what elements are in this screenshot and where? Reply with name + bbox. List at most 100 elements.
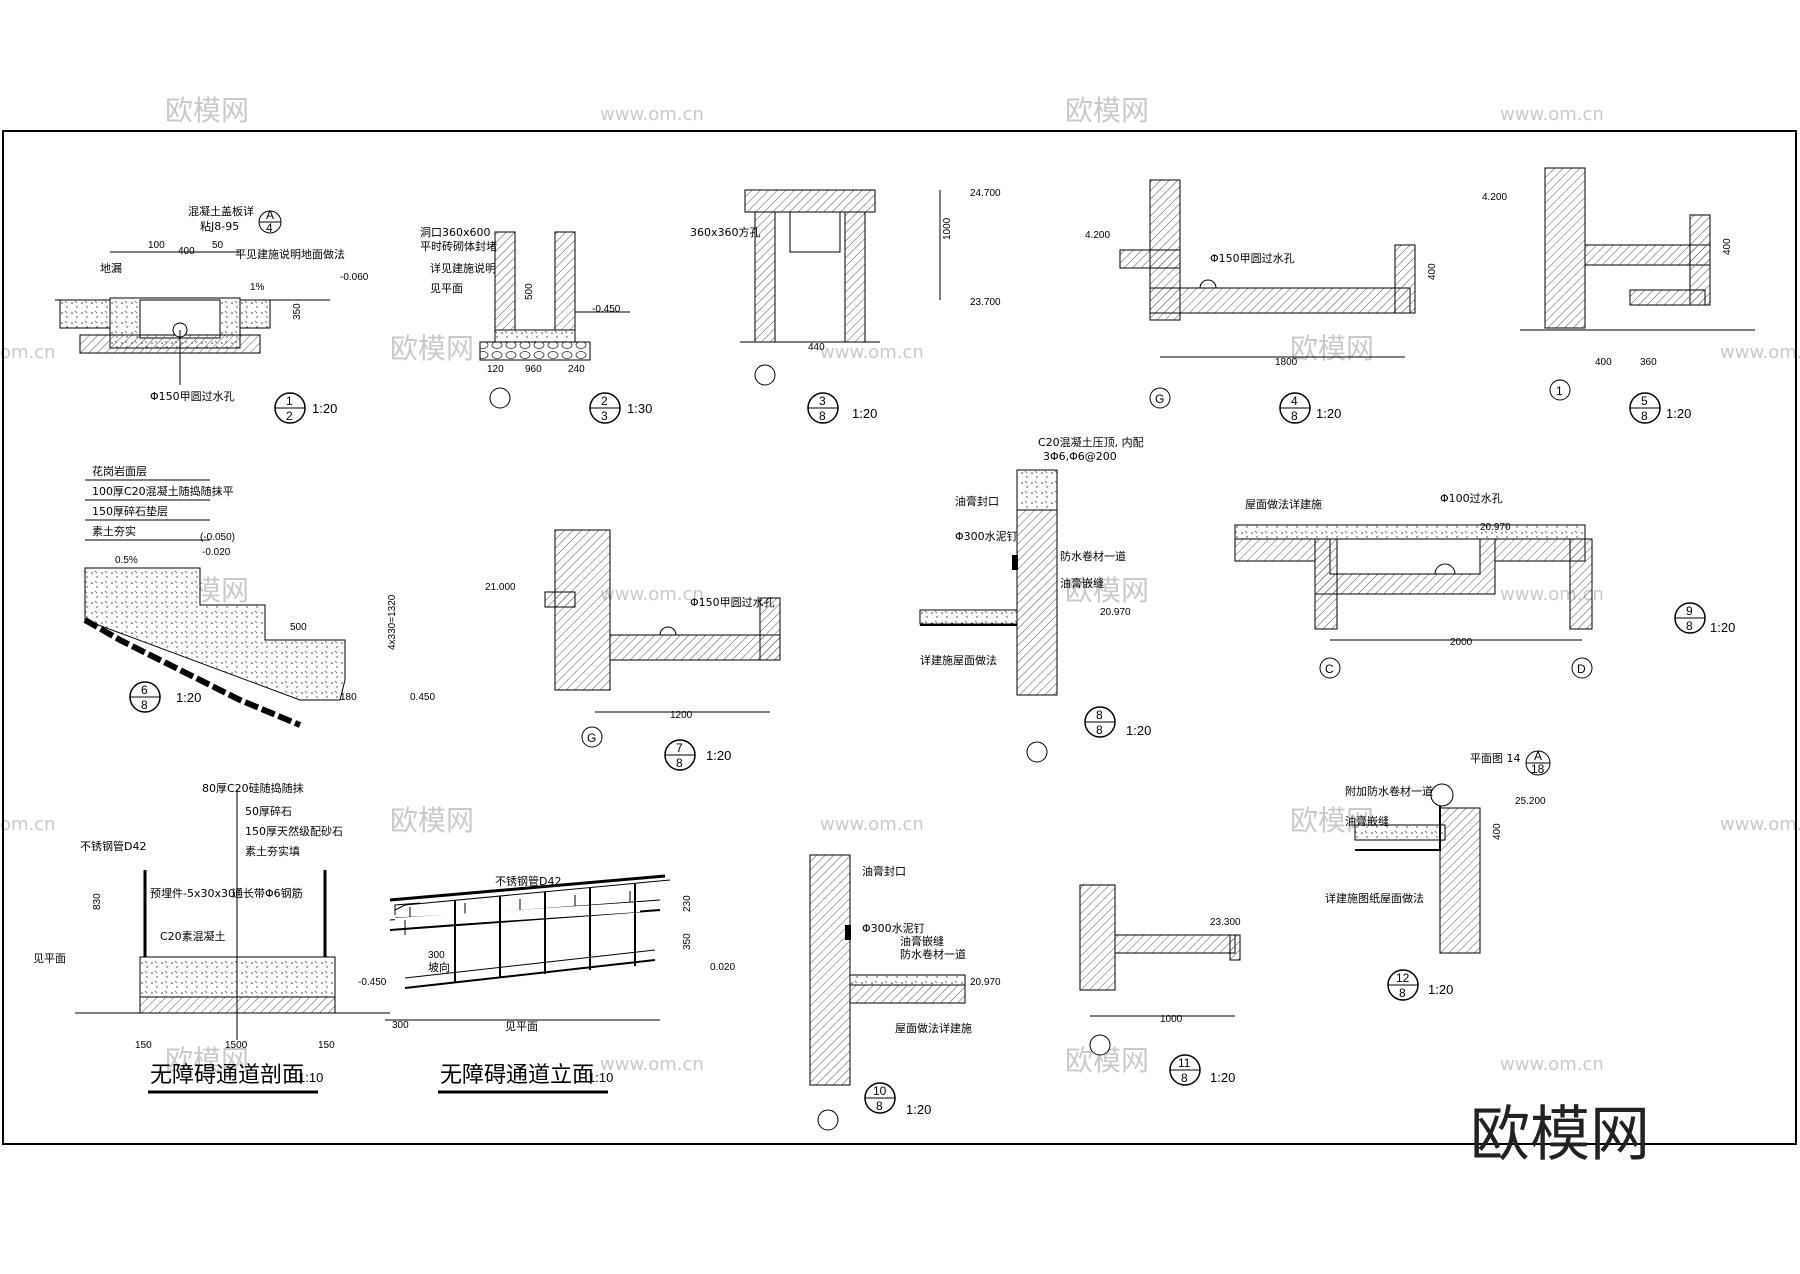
dim: -0.450	[358, 977, 387, 988]
dim: 1000	[1160, 1014, 1183, 1025]
dim: 1%	[250, 282, 265, 293]
detail-sheet: 8	[1096, 723, 1103, 737]
dim: 4x330=1320	[387, 594, 398, 650]
scale: 1:20	[1210, 1070, 1235, 1085]
scale: 1:20	[1666, 406, 1691, 421]
label: 详见建施说明	[430, 261, 496, 275]
detail-6: 花岗岩面层 100厚C20混凝土随捣随抹平 150厚碎石垫层 素土夯实 (-0.…	[83, 464, 435, 728]
dim: 300	[428, 950, 445, 961]
label: 平时砖砌体封堵	[420, 239, 497, 253]
detail-number: 1	[286, 394, 293, 408]
watermark: om.cn	[0, 814, 56, 835]
dim: 20.970	[1100, 607, 1131, 618]
label: 80厚C20硅随捣随抹	[202, 781, 304, 795]
label: 见平面	[505, 1020, 538, 1033]
detail-3: 360x360方孔 24.700 23.700 440 1000 3 8 1:2…	[690, 188, 1001, 424]
label: 通长带Φ6钢筋	[232, 886, 303, 900]
dim: 500	[524, 283, 535, 300]
dim: 4.200	[1085, 230, 1110, 241]
label: 油膏嵌缝	[1345, 814, 1389, 828]
detail-number: 8	[1096, 708, 1103, 722]
detail-sheet: 3	[601, 409, 608, 423]
label: Φ150甲圆过水孔	[690, 596, 775, 609]
dim: 1800	[1275, 357, 1298, 368]
label: 不锈钢管D42	[80, 839, 146, 853]
label: 油膏封口	[862, 864, 906, 878]
dim: 23.300	[1210, 917, 1241, 928]
detail-7: Φ150甲圆过水孔 21.000 1200 G 7 8 1:20	[485, 529, 781, 771]
detail-10: 油膏封口 Φ300水泥钉 油膏嵌缝 防水卷材一道 屋面做法详建施 20.970 …	[809, 854, 1001, 1131]
detail-number: 12	[1396, 971, 1410, 985]
label: 预埋件-5x30x30	[150, 887, 235, 900]
detail-sheet: 8	[1686, 619, 1693, 633]
label: 附加防水卷材一道	[1345, 784, 1433, 798]
label: Φ300水泥钉	[955, 530, 1018, 543]
label: 素土夯实填	[245, 844, 300, 858]
axis-mark: G	[587, 731, 596, 745]
dim: 500	[290, 622, 307, 633]
ref-mark: A	[266, 208, 274, 222]
watermark: 欧模网	[165, 1044, 249, 1077]
detail-sheet: 2	[286, 409, 293, 423]
axis-mark: G	[1155, 392, 1164, 406]
watermark: om.cn	[0, 342, 56, 363]
label: 防水卷材一道	[900, 947, 966, 961]
dim: 2000	[1450, 637, 1473, 648]
dim: 0.450	[410, 692, 435, 703]
drawing-title: 无障碍通道剖面	[150, 1063, 304, 1088]
dim: 50	[212, 240, 224, 251]
detail-sheet: 8	[1181, 1071, 1188, 1085]
dim: 960	[525, 364, 542, 375]
dim: 400	[1595, 357, 1612, 368]
scale: 1:20	[1316, 406, 1341, 421]
label: 素土夯实	[92, 524, 136, 538]
ramp-elevation: 不锈钢管D42 见平面 坡向 300 300 230 350 0.020 -0.…	[358, 874, 735, 1094]
watermark: 欧模网	[1065, 94, 1149, 127]
watermark: www.om.cn	[820, 342, 924, 363]
axis-mark: C	[1325, 662, 1334, 676]
dim: -0.020	[202, 547, 231, 558]
dim: 400	[1492, 823, 1503, 840]
watermark: www.om.cn	[1720, 814, 1800, 835]
label: 平见建施说明地面做法	[235, 247, 345, 261]
watermark: 欧模网	[1290, 332, 1374, 365]
watermark: 欧模网	[390, 332, 474, 365]
label: 详建施图纸屋面做法	[1325, 891, 1424, 905]
dim: -0.060	[340, 272, 369, 283]
label: 150厚天然级配砂石	[245, 824, 343, 838]
label: Φ300水泥钉	[862, 922, 925, 935]
detail-1: Φ150甲圆过水孔 混凝土盖板详 粘J8-95 地漏 平见建施说明地面做法 A …	[55, 204, 369, 424]
detail-number: 6	[141, 683, 148, 697]
detail-sheet: 8	[1291, 409, 1298, 423]
scale: 1:10	[298, 1070, 323, 1085]
dim: 360	[1640, 357, 1657, 368]
dim: 23.700	[970, 297, 1001, 308]
dim: 400	[1427, 263, 1438, 280]
dim: 150	[318, 1040, 335, 1051]
scale: 1:20	[852, 406, 877, 421]
label: 不锈钢管D42	[495, 874, 561, 888]
detail-number: 11	[1178, 1056, 1191, 1070]
scale: 1:20	[906, 1102, 931, 1117]
label: 屋面做法详建施	[1245, 497, 1322, 511]
watermark: 欧模网	[1065, 574, 1149, 607]
label: 平面图 14	[1470, 752, 1521, 765]
label: 见平面	[33, 952, 66, 965]
detail-number: 5	[1641, 394, 1648, 408]
dim: -0.450	[592, 304, 621, 315]
ramp-section: 80厚C20硅随捣随抹 50厚碎石 150厚天然级配砂石 素土夯实填 不锈钢管D…	[33, 781, 390, 1094]
detail-sheet: 8	[676, 756, 683, 770]
watermark: www.om.cn	[600, 1054, 704, 1075]
scale: 1:20	[1428, 982, 1453, 997]
label: 坡向	[428, 960, 450, 974]
detail-9: 屋面做法详建施 Φ100过水孔 20.970 2000 C D 9 8 1:20	[1234, 492, 1735, 679]
detail-sheet: 8	[1641, 409, 1648, 423]
label: 地漏	[100, 262, 122, 275]
watermark: www.om.cn	[600, 584, 704, 605]
label: 粘J8-95	[200, 219, 239, 233]
label: C20混凝土压顶, 内配	[1038, 435, 1144, 449]
scale: 1:20	[1710, 620, 1735, 635]
label: 洞口360x600	[420, 226, 491, 239]
label: 油膏嵌缝	[1060, 576, 1104, 590]
